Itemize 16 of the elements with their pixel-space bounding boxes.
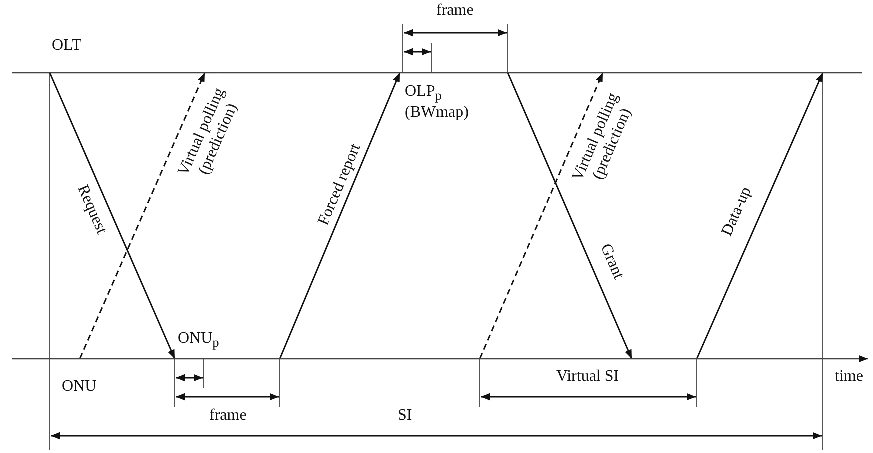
line-label: ONU [62,378,97,396]
arrow [279,72,401,360]
line-label: OLT [52,37,82,55]
time-axis [12,354,870,364]
arrow [479,72,604,360]
dimension-label: frame [436,2,474,20]
arrow [79,72,206,360]
dimension-label: Virtual SI [556,368,620,386]
arrow [507,72,633,360]
point-label: OLP$_{p}$ (BWmap) [405,83,470,122]
axis-label: time [835,368,864,386]
arrow [696,72,824,360]
point-label: ONU$_{p}$ [178,330,220,351]
dimension-label: SI [398,407,412,425]
dimension-label: frame [210,407,247,425]
arrow [49,72,176,360]
